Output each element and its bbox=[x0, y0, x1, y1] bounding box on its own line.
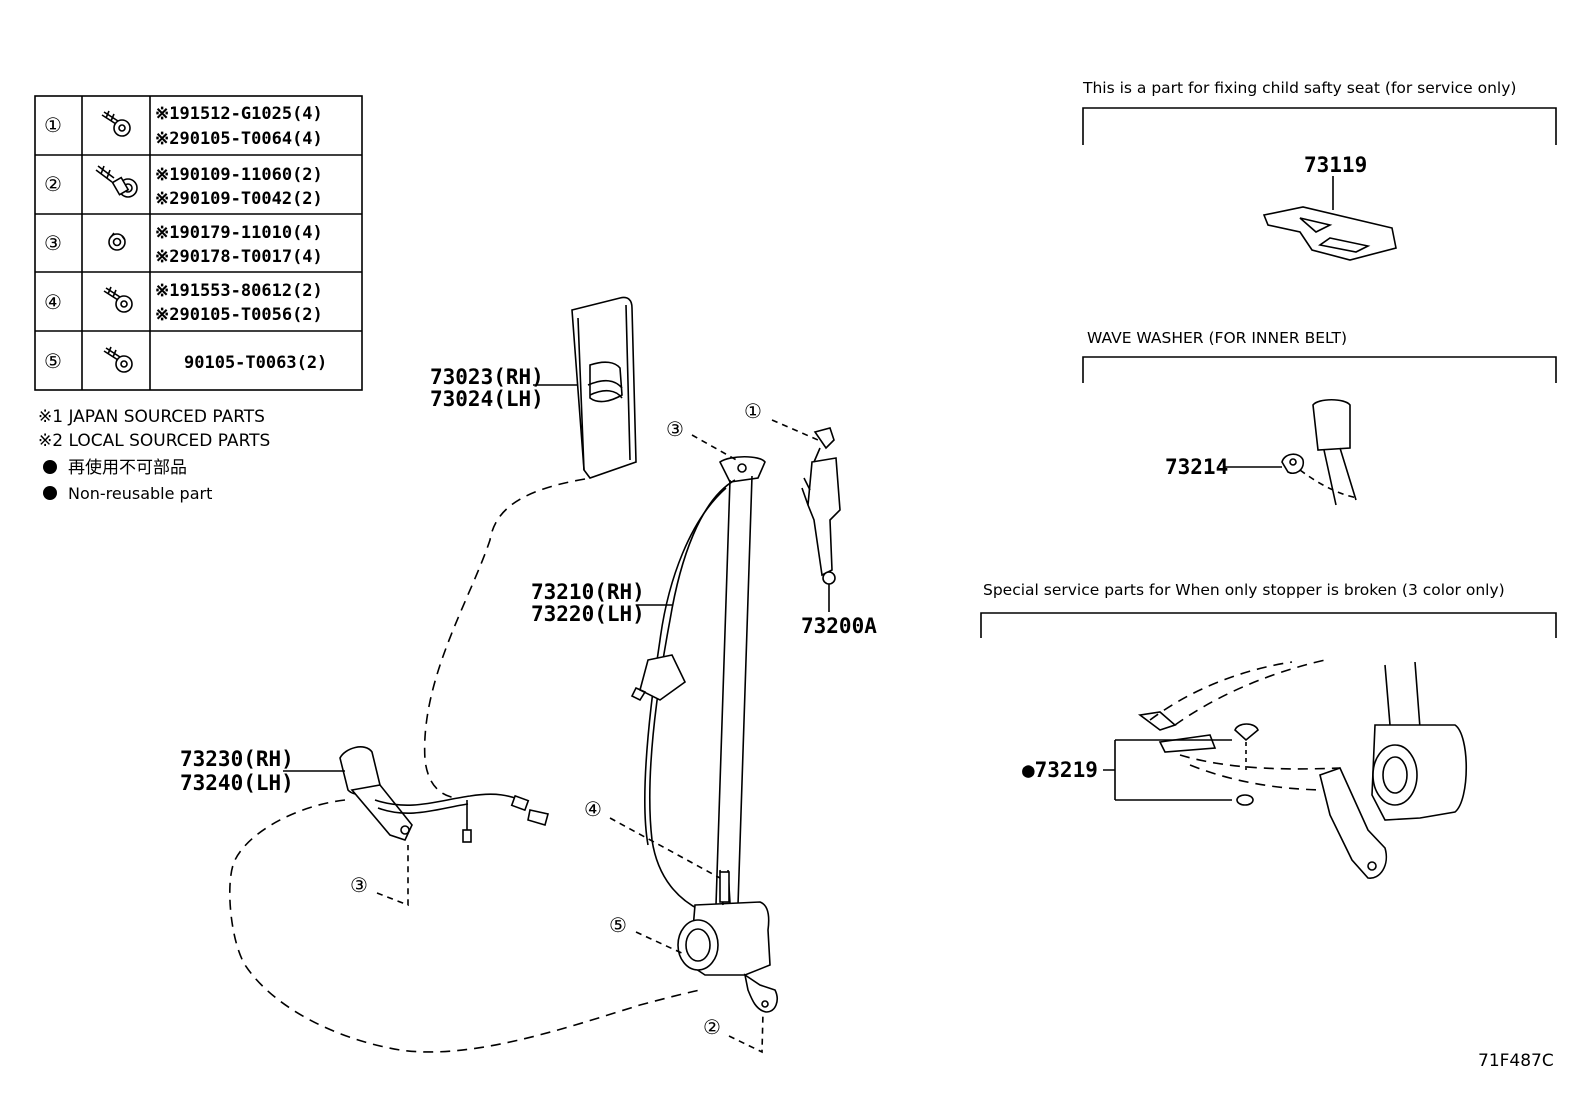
bolt-icon bbox=[103, 286, 133, 313]
pillar-garnish-drawing bbox=[571, 296, 637, 479]
legend-non-reusable-jp: 再使用不可部品 bbox=[68, 457, 187, 478]
child-seat-section-title: This is a part for fixing child safty se… bbox=[1082, 79, 1516, 97]
table-row-3-part-2: ※290178-T0017(4) bbox=[155, 247, 323, 267]
label-73219: ●73219 bbox=[1022, 758, 1098, 782]
label-73230-rh: 73230(RH) bbox=[180, 747, 294, 771]
table-row-1-number: ① bbox=[44, 113, 62, 137]
label-73200a: 73200A bbox=[801, 614, 877, 638]
legend: ※1 JAPAN SOURCED PARTS ※2 LOCAL SOURCED … bbox=[38, 407, 270, 503]
child-seat-fixing-plate-drawing bbox=[1262, 206, 1397, 261]
table-row-5-number: ⑤ bbox=[44, 349, 62, 373]
wave-washer-drawing bbox=[1281, 398, 1359, 506]
non-reusable-dot-icon bbox=[43, 460, 57, 474]
buckle-drawing bbox=[339, 746, 549, 843]
legend-non-reusable-en: Non-reusable part bbox=[68, 484, 212, 503]
non-reusable-dot-icon bbox=[43, 486, 57, 500]
bolt-icon bbox=[101, 110, 131, 137]
callout-3-belt: ③ bbox=[666, 417, 684, 441]
seat-belt-assembly-drawing bbox=[630, 455, 778, 1013]
table-row-4-part-1: ※191553-80612(2) bbox=[155, 281, 323, 301]
drawing-code: 71F487C bbox=[1478, 1051, 1554, 1071]
nut-icon bbox=[108, 232, 126, 251]
table-row-2-part-1: ※190109-11060(2) bbox=[155, 165, 323, 185]
label-73220-lh: 73220(LH) bbox=[531, 602, 645, 626]
table-row-1-part-2: ※290105-T0064(4) bbox=[155, 129, 323, 149]
label-73119: 73119 bbox=[1304, 153, 1367, 177]
callout-2: ② bbox=[703, 1015, 721, 1039]
wave-washer-section: WAVE WASHER (FOR INNER BELT) 73214 bbox=[1082, 329, 1557, 506]
callout-1: ① bbox=[744, 399, 762, 423]
callout-3-buckle: ③ bbox=[350, 873, 368, 897]
fastener-table: ① ※191512-G1025(4) ※290105-T0064(4) ② ※1… bbox=[34, 95, 363, 391]
table-row-3-part-1: ※190179-11010(4) bbox=[155, 223, 323, 243]
label-73024-lh: 73024(LH) bbox=[430, 387, 544, 411]
stopper-section: Special service parts for When only stop… bbox=[980, 581, 1557, 879]
callouts: ① ③ ④ ⑤ ② ③ bbox=[350, 399, 819, 1054]
callout-5: ⑤ bbox=[609, 913, 627, 937]
child-seat-section: This is a part for fixing child safty se… bbox=[1082, 79, 1557, 261]
label-73214: 73214 bbox=[1165, 455, 1228, 479]
label-73240-lh: 73240(LH) bbox=[180, 771, 294, 795]
label-73210-rh: 73210(RH) bbox=[531, 580, 645, 604]
table-row-3-number: ③ bbox=[44, 231, 62, 255]
table-row-4-part-2: ※290105-T0056(2) bbox=[155, 305, 323, 325]
stud-bolt-icon bbox=[95, 165, 138, 198]
wave-washer-section-title: WAVE WASHER (FOR INNER BELT) bbox=[1087, 329, 1347, 347]
table-row-5-part-1: 90105-T0063(2) bbox=[184, 353, 327, 373]
stopper-section-title: Special service parts for When only stop… bbox=[983, 581, 1505, 599]
height-adjuster-drawing bbox=[801, 427, 841, 612]
table-row-4-number: ④ bbox=[44, 290, 62, 314]
table-row-2-part-2: ※290109-T0042(2) bbox=[155, 189, 323, 209]
table-row-2-number: ② bbox=[44, 172, 62, 196]
bolt-icon bbox=[103, 346, 133, 373]
stopper-drawing bbox=[1137, 659, 1467, 879]
legend-local-sourced: ※2 LOCAL SOURCED PARTS bbox=[38, 431, 270, 451]
label-73023-rh: 73023(RH) bbox=[430, 365, 544, 389]
legend-japan-sourced: ※1 JAPAN SOURCED PARTS bbox=[38, 407, 265, 427]
table-row-1-part-1: ※191512-G1025(4) bbox=[155, 104, 323, 124]
callout-4: ④ bbox=[584, 797, 602, 821]
seat-outline bbox=[229, 478, 701, 1053]
